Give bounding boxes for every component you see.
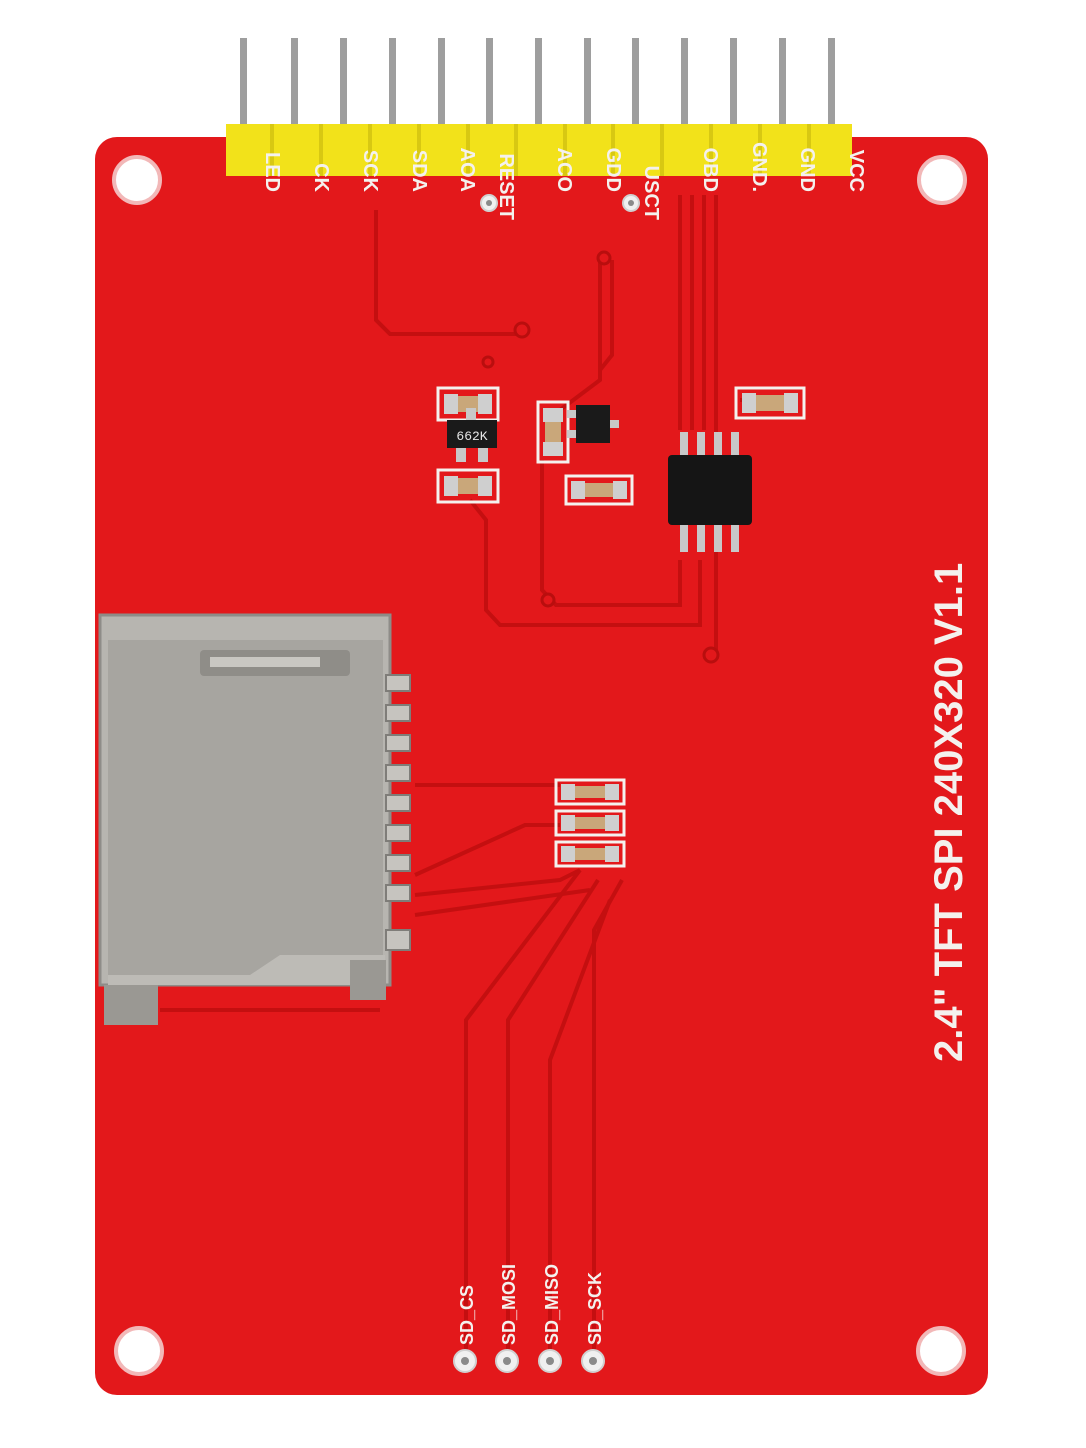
pin-label-vcc: VCC	[845, 150, 867, 192]
pin-label-ck: CK	[310, 163, 332, 192]
pin-header	[226, 124, 852, 176]
sd-label-cs: SD_CS	[457, 1285, 477, 1345]
board-title: 2.4" TFT SPI 240X320 V1.1	[927, 563, 971, 1062]
pin-label-usct: USCT	[640, 166, 662, 220]
sd-pads	[453, 1349, 605, 1373]
pin-label-gnd: GND	[796, 148, 818, 192]
vias	[481, 250, 720, 664]
chip-marking: 662K	[456, 429, 487, 444]
sd-label-sck: SD_SCK	[585, 1272, 605, 1345]
sd-label-miso: SD_MISO	[542, 1264, 562, 1345]
sd-pin-labels: SD_CS SD_MOSI SD_MISO SD_SCK	[457, 1264, 605, 1345]
pin-label-gdd: GDD	[602, 148, 624, 192]
smd-components	[436, 386, 806, 868]
pin-label-sck: SCK	[359, 150, 381, 193]
header-pin-wires	[240, 38, 835, 128]
pin-label-obd: OBD	[699, 148, 721, 192]
pin-label-gnd-dot: GND.	[748, 142, 770, 192]
pcb-board	[95, 137, 988, 1395]
sd-label-mosi: SD_MOSI	[499, 1264, 519, 1345]
mounting-holes	[112, 155, 967, 1376]
pin-label-led: LED	[261, 152, 283, 192]
header-pin-labels: LED CK SCK SDA AOA RESET ACO GDD USCT OB…	[261, 142, 867, 220]
sd-card-socket	[98, 613, 411, 1025]
pin-label-aco: ACO	[553, 148, 575, 192]
pin-label-sda: SDA	[408, 150, 430, 192]
pin-label-a0: AOA	[456, 148, 478, 192]
pin-label-reset: RESET	[495, 153, 517, 220]
